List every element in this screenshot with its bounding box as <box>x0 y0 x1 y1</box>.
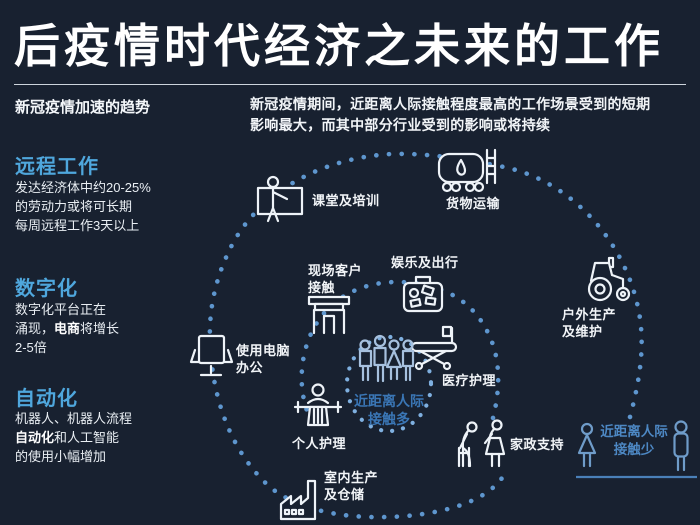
section-body-digitalization: 数字化平台正在 涌现，电商将增长 2-5倍 <box>15 301 215 358</box>
inner-dotted-circle <box>344 334 434 434</box>
female-figure-icon <box>577 422 597 468</box>
high-contact-label: 近距离人际 接触多 <box>354 393 424 427</box>
computer-office-icon <box>189 334 234 377</box>
node-label-medical: 医疗护理 <box>442 373 497 388</box>
freight-transport-icon <box>437 148 497 193</box>
body-text: 数字化平台正在 涌现， <box>15 302 107 336</box>
body-bold: 自动化 <box>15 429 55 445</box>
low-contact-label: 近距离人际 接触少 <box>600 424 668 457</box>
node-label-indoor: 室内生产 及仓储 <box>324 470 379 503</box>
title-divider <box>14 84 686 85</box>
section-heading-automation: 自动化 <box>15 388 78 410</box>
node-label-entertainment: 娱乐及出行 <box>391 255 459 270</box>
indoor-production-icon <box>279 479 317 521</box>
sidebar-intro: 新冠疫情加速的趋势 <box>15 99 151 116</box>
onsite-customer-icon <box>307 295 351 335</box>
entertainment-travel-icon <box>402 275 444 313</box>
domestic-support-icon <box>457 419 506 468</box>
male-figure-icon <box>673 420 689 472</box>
middle-spiral-arc <box>299 279 501 433</box>
outer-spiral-arc <box>207 151 644 520</box>
node-label-classroom: 课堂及培训 <box>312 193 380 208</box>
classroom-training-icon <box>256 175 304 223</box>
section-heading-digitalization: 数字化 <box>15 278 78 300</box>
node-label-outdoor: 户外生产 及维护 <box>562 307 617 340</box>
body-text: 发达经济体中约20-25% 的劳动力或将可长期 每周远程工作3天以上 <box>15 180 151 233</box>
node-label-freight: 货物运输 <box>446 196 501 211</box>
personal-care-icon <box>293 383 343 427</box>
body-bold: 电商 <box>54 320 81 336</box>
section-body-remote-work: 发达经济体中约20-25% 的劳动力或将可长期 每周远程工作3天以上 <box>15 179 215 236</box>
body-text: 机器人、机器人流程 <box>15 411 133 426</box>
node-label-personal-care: 个人护理 <box>292 436 347 451</box>
people-group-icon <box>358 334 415 383</box>
body-text: 将增长 2-5倍 <box>15 320 120 355</box>
outdoor-production-icon <box>587 256 631 302</box>
section-body-automation: 机器人、机器人流程 自动化和人工智能 的使用小幅增加 <box>15 410 215 467</box>
page-title: 后疫情时代经济之未来的工作 <box>14 20 664 72</box>
node-label-computer: 使用电脑 办公 <box>236 343 291 376</box>
medical-care-icon <box>410 325 458 371</box>
dotted-spiral <box>207 151 644 520</box>
diagram-description: 新冠疫情期间，近距离人际接触程度最高的工作场景受到的短期 影响最大，而其中部分行… <box>250 96 651 133</box>
node-label-onsite-customer: 现场客户 接触 <box>308 263 363 296</box>
section-heading-remote-work: 远程工作 <box>15 156 99 178</box>
body-text: 和人工智能 的使用小幅增加 <box>15 429 120 464</box>
node-label-domestic: 家政支持 <box>510 437 565 452</box>
